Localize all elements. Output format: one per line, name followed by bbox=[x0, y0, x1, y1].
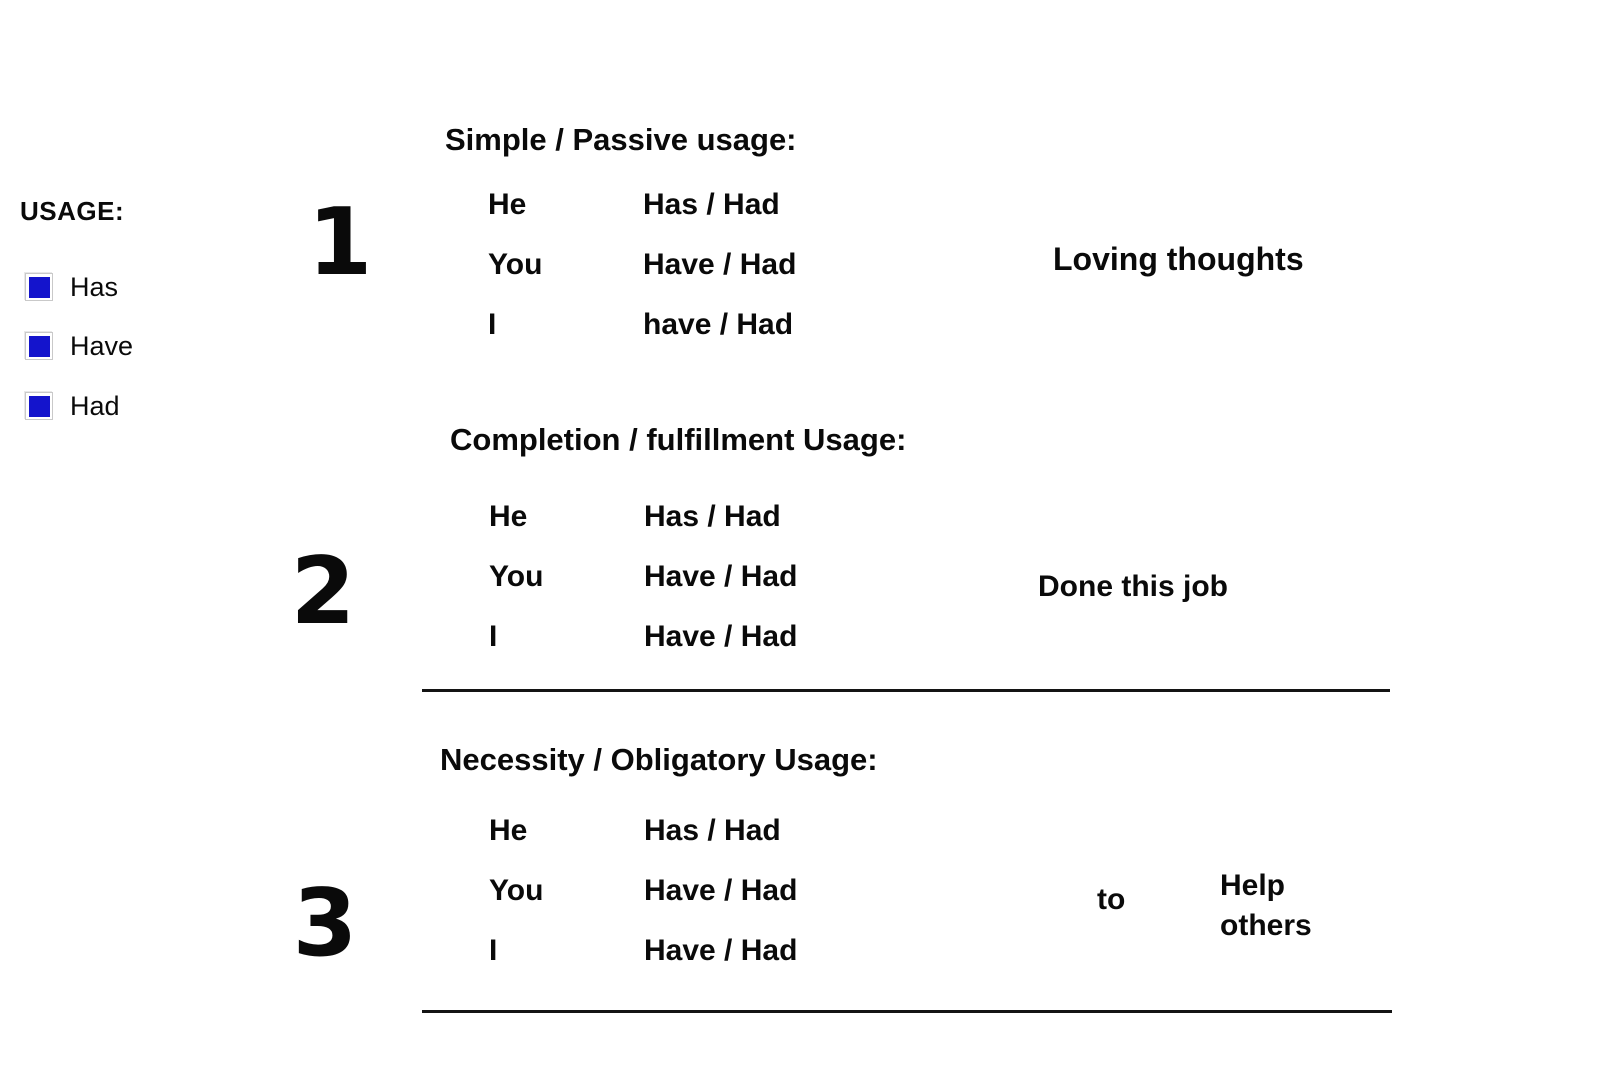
verb-forms-cell: Has / Had bbox=[644, 814, 781, 847]
subject-cell: I bbox=[489, 620, 498, 653]
subject-cell: You bbox=[489, 874, 544, 907]
table-row: I have / Had bbox=[488, 295, 796, 355]
legend-title: USAGE: bbox=[20, 196, 125, 226]
subject-cell: I bbox=[488, 308, 497, 341]
have-color-swatch-icon bbox=[28, 335, 50, 357]
divider-line-1 bbox=[422, 689, 1390, 692]
has-color-swatch-icon bbox=[28, 276, 50, 298]
table-row: You Have / Had bbox=[489, 861, 797, 921]
legend-item-has: Has bbox=[25, 270, 118, 304]
verb-forms-cell: Has / Had bbox=[643, 188, 780, 221]
table-row: He Has / Had bbox=[489, 487, 797, 547]
section-number-3: 3 bbox=[292, 869, 358, 977]
had-color-swatch-icon bbox=[28, 395, 50, 417]
verb-forms-cell: Has / Had bbox=[644, 500, 781, 533]
subject-cell: You bbox=[488, 248, 543, 281]
complement-text-2: Done this job bbox=[1038, 570, 1228, 603]
complement-text-3: Help others bbox=[1220, 869, 1312, 942]
legend-item-had: Had bbox=[25, 389, 120, 423]
legend-label-has: Has bbox=[70, 271, 119, 302]
verb-forms-cell: Have / Had bbox=[643, 248, 797, 281]
legend-key-box bbox=[25, 332, 53, 360]
table-row: He Has / Had bbox=[489, 801, 797, 861]
divider-line-2 bbox=[422, 1010, 1392, 1013]
table-row: You Have / Had bbox=[489, 547, 797, 607]
verb-forms-cell: have / Had bbox=[643, 308, 794, 341]
subject-cell: He bbox=[489, 814, 528, 847]
complement-text-1: Loving thoughts bbox=[1053, 241, 1304, 277]
table-row: I Have / Had bbox=[489, 921, 797, 981]
legend-key-box bbox=[25, 392, 53, 420]
subject-cell: He bbox=[489, 500, 528, 533]
section-heading-2: Completion / fulfillment Usage: bbox=[450, 422, 907, 457]
legend-label-have: Have bbox=[70, 330, 134, 361]
legend-key-box bbox=[25, 273, 53, 301]
section-number-1: 1 bbox=[307, 188, 373, 296]
connector-text-3: to bbox=[1097, 883, 1126, 916]
conjugation-table-3: He Has / Had You Have / Had I Have / Had bbox=[489, 801, 797, 981]
conjugation-table-1: He Has / Had You Have / Had I have / Had bbox=[488, 175, 796, 355]
legend-label-had: Had bbox=[70, 390, 120, 421]
verb-forms-cell: Have / Had bbox=[644, 560, 798, 593]
subject-cell: He bbox=[488, 188, 527, 221]
subject-cell: I bbox=[489, 934, 498, 967]
verb-forms-cell: Have / Had bbox=[644, 620, 798, 653]
section-heading-3: Necessity / Obligatory Usage: bbox=[440, 742, 878, 777]
verb-forms-cell: Have / Had bbox=[644, 874, 798, 907]
section-number-2: 2 bbox=[290, 537, 356, 645]
table-row: I Have / Had bbox=[489, 607, 797, 667]
verb-forms-cell: Have / Had bbox=[644, 934, 798, 967]
conjugation-table-2: He Has / Had You Have / Had I Have / Had bbox=[489, 487, 797, 667]
legend-item-have: Have bbox=[25, 329, 133, 363]
subject-cell: You bbox=[489, 560, 544, 593]
table-row: He Has / Had bbox=[488, 175, 796, 235]
table-row: You Have / Had bbox=[488, 235, 796, 295]
section-heading-1: Simple / Passive usage: bbox=[445, 122, 797, 157]
